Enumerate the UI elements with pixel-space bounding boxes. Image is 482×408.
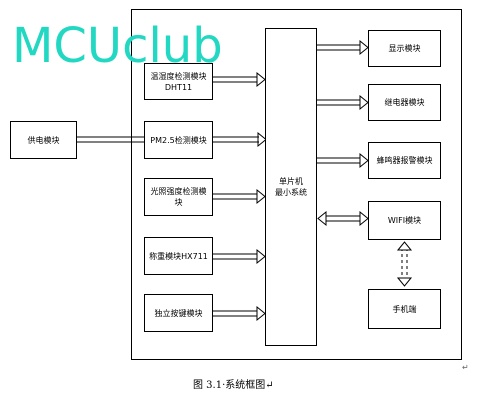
mcuclub-watermark: MCUclub — [12, 18, 223, 74]
arrow-mcu-to-relay — [317, 94, 369, 111]
temp-humidity-module-label: 温湿度检测模块 — [150, 71, 207, 81]
mcu-label: 单片机 — [279, 177, 303, 186]
display-module-label: 显示模块 — [388, 44, 421, 53]
arrow-keys-to-mcu — [213, 305, 266, 322]
power-module-box: 供电模块 — [10, 121, 77, 159]
arrow-mcu-to-display — [317, 39, 369, 56]
buzzer-module-box: 蜂鸣器报警模块 — [368, 142, 441, 179]
light-module-label: 光照强度检测模块 — [150, 187, 207, 207]
arrow-light-to-mcu — [213, 188, 266, 205]
display-module-box: 显示模块 — [368, 30, 441, 67]
arrow-mcu-wifi-bidirectional — [317, 210, 369, 227]
arrow-wifi-phone-wireless — [396, 241, 413, 287]
pm25-module-label: PM2.5检测模块 — [150, 135, 207, 145]
system-frame — [131, 9, 462, 360]
mcu-sublabel: 最小系统 — [275, 188, 307, 197]
figure-caption: 图 3.1·系统框图↵ — [193, 380, 274, 391]
relay-module-label: 继电器模块 — [384, 98, 425, 107]
keys-module-label: 独立按键模块 — [154, 308, 203, 318]
arrow-mcu-to-buzzer — [317, 152, 369, 169]
temp-humidity-module-box: 温湿度检测模块 DHT11 — [144, 63, 213, 100]
weight-module-box: 称重模块HX711 — [144, 237, 213, 275]
wifi-module-box: WIFI模块 — [368, 201, 441, 240]
phone-label: 手机端 — [392, 304, 417, 314]
arrow-weight-to-mcu — [213, 248, 266, 265]
power-module-label: 供电模块 — [27, 135, 60, 145]
buzzer-module-label: 蜂鸣器报警模块 — [376, 156, 433, 165]
weight-module-label: 称重模块HX711 — [149, 251, 208, 261]
relay-module-box: 继电器模块 — [368, 84, 441, 121]
arrow-temp-to-mcu — [213, 71, 266, 88]
light-module-box: 光照强度检测模块 — [144, 178, 213, 216]
wifi-module-label: WIFI模块 — [387, 216, 422, 225]
mcu-minimum-system-box: 单片机 最小系统 — [265, 28, 317, 346]
arrow-pm25-to-mcu — [213, 136, 259, 143]
phone-box: 手机端 — [368, 289, 441, 329]
pm25-module-box: PM2.5检测模块 — [144, 121, 213, 159]
temp-humidity-module-sublabel: DHT11 — [164, 82, 193, 92]
paragraph-mark: ↵ — [462, 363, 469, 372]
keys-module-box: 独立按键模块 — [144, 294, 213, 332]
